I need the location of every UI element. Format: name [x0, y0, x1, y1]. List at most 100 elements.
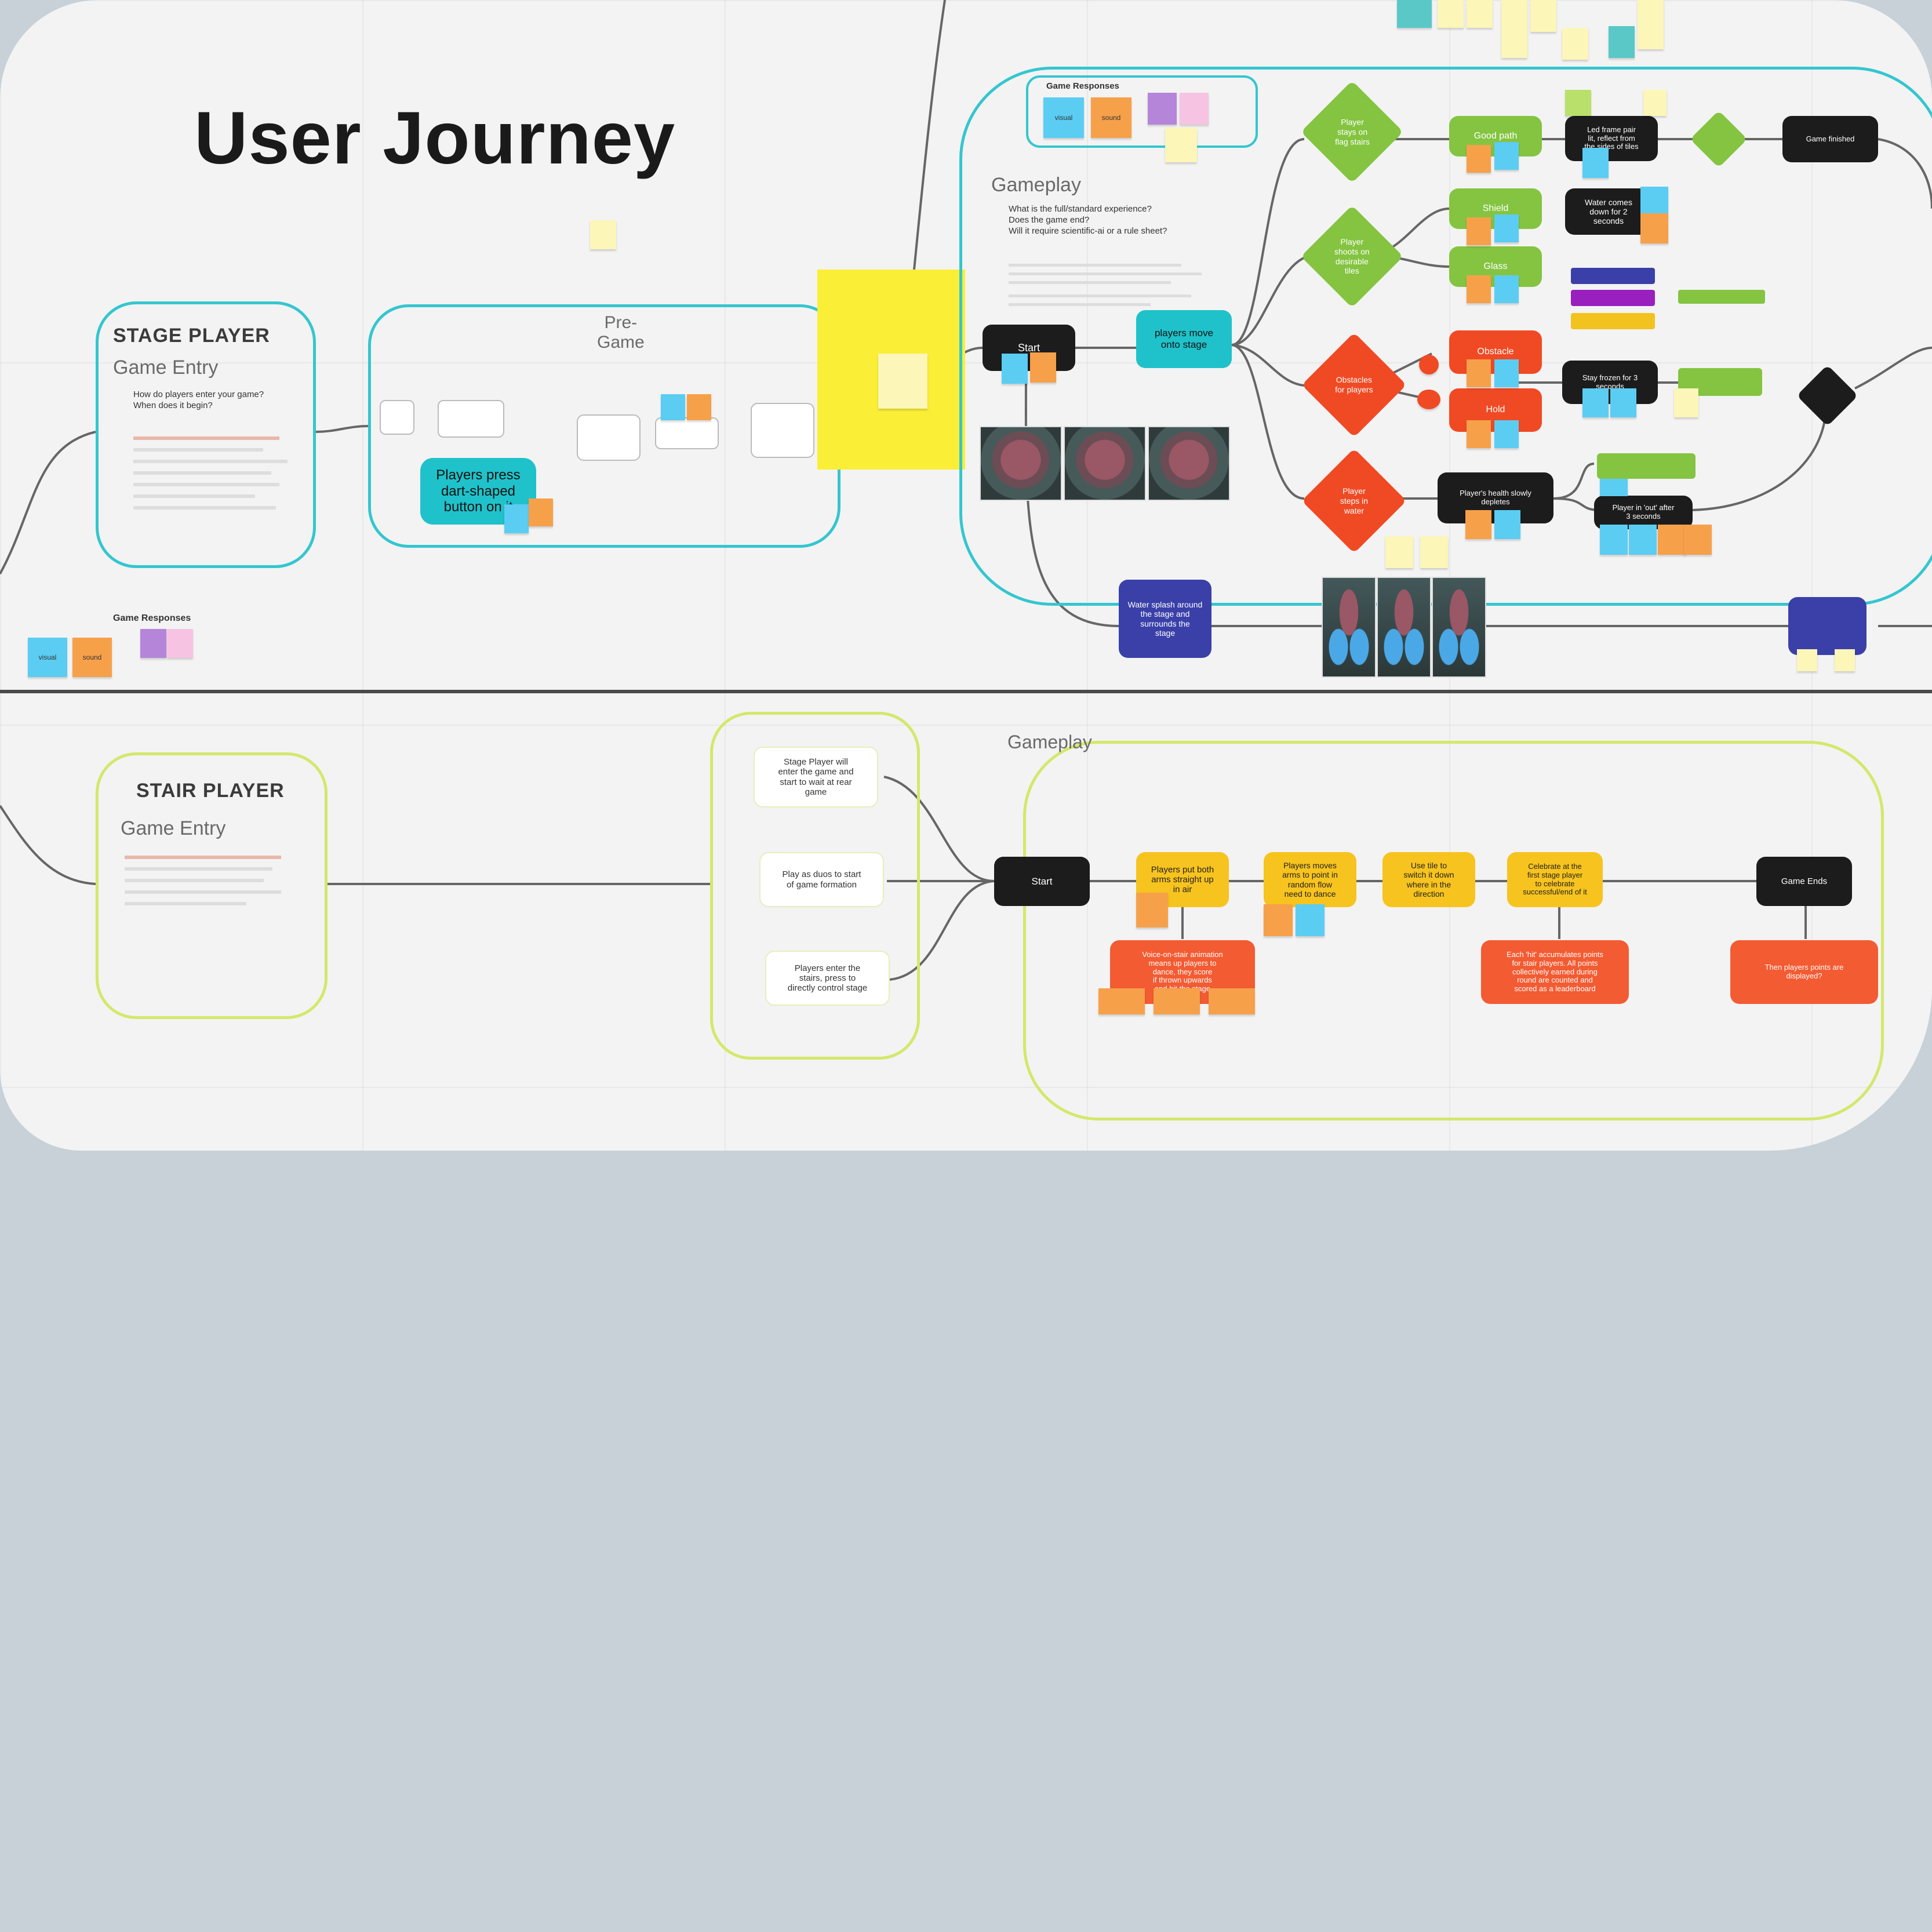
- stair-gameplay-frame[interactable]: [1023, 741, 1884, 1120]
- water-splash-node[interactable]: Water splash around the stage and surrou…: [1119, 580, 1211, 658]
- outcome-water-down[interactable]: Water comes down for 2 seconds: [1565, 188, 1652, 235]
- sticky-blue[interactable]: [1600, 525, 1628, 555]
- game-responses-frame[interactable]: [1026, 75, 1258, 148]
- sticky-blue[interactable]: [1494, 420, 1519, 448]
- stair-outcome-2[interactable]: Each 'hit' accumulates points for stair …: [1481, 940, 1629, 1004]
- sticky-orange[interactable]: [1264, 904, 1293, 936]
- sticky-orange[interactable]: [1467, 420, 1491, 448]
- stair-step-3[interactable]: Use tile to switch it down where in the …: [1382, 852, 1475, 907]
- stage-gameplay-notes: [1009, 258, 1211, 312]
- sticky-blue[interactable]: [1494, 275, 1519, 303]
- sticky-orange[interactable]: [1209, 988, 1255, 1014]
- players-move-node[interactable]: players move onto stage: [1136, 310, 1232, 368]
- sticky-orange[interactable]: [1030, 352, 1056, 383]
- stage-entry-frame[interactable]: [96, 301, 316, 568]
- stair-pregame-frame[interactable]: [710, 712, 920, 1060]
- sticky-visual[interactable]: visual: [1043, 97, 1084, 138]
- pregame-step-3[interactable]: [577, 414, 641, 461]
- tag-navy[interactable]: [1571, 268, 1655, 284]
- stair-start-node[interactable]: Start: [994, 857, 1090, 906]
- sticky-yellow[interactable]: [1438, 0, 1464, 28]
- sticky-blue[interactable]: [1582, 148, 1609, 178]
- sticky-teal[interactable]: [1397, 0, 1432, 28]
- stair-step-1[interactable]: Players put both arms straight up in air: [1136, 852, 1229, 907]
- sticky-teal[interactable]: [1609, 26, 1635, 58]
- stair-outcome-3[interactable]: Then players points are displayed?: [1730, 940, 1878, 1004]
- sticky-yellow[interactable]: [1530, 0, 1556, 32]
- sticky-orange[interactable]: [1465, 510, 1491, 539]
- sticky-orange[interactable]: [1154, 988, 1200, 1014]
- stage-start-node[interactable]: Start: [983, 325, 1075, 371]
- sticky-blue[interactable]: [1582, 388, 1609, 417]
- stair-step-4[interactable]: Celebrate at the first stage player to c…: [1507, 852, 1603, 907]
- tag-purple[interactable]: [1571, 290, 1655, 306]
- sticky-blue[interactable]: [1002, 354, 1028, 384]
- sticky-yellow[interactable]: [1674, 388, 1698, 417]
- whiteboard-canvas[interactable]: User Journey STAGE PLAYER Game Entry How…: [0, 0, 1932, 1151]
- tag-yellow[interactable]: [1571, 313, 1655, 329]
- sticky-blue[interactable]: [661, 394, 685, 420]
- red-dot-marker[interactable]: [1419, 355, 1439, 374]
- outcome-led-frame[interactable]: Led frame pair lit, reflect from the sid…: [1565, 116, 1658, 161]
- sticky-yellow[interactable]: [1835, 649, 1855, 671]
- sticky-purple[interactable]: [140, 629, 166, 658]
- sticky-orange[interactable]: [1658, 525, 1686, 555]
- sticky-visual[interactable]: visual: [28, 638, 67, 677]
- pregame-step-2[interactable]: [438, 400, 504, 438]
- tag-green[interactable]: [1678, 290, 1765, 304]
- outcome-player-out[interactable]: Player in 'out' after 3 seconds: [1594, 496, 1693, 529]
- sticky-orange[interactable]: [1467, 217, 1491, 245]
- sticky-yellow[interactable]: [1385, 536, 1413, 568]
- sticky-pink[interactable]: [167, 629, 193, 658]
- sticky-blue[interactable]: [1640, 187, 1668, 216]
- diamond-label: Player shoots on desirable tiles: [1334, 237, 1370, 276]
- outcome-game-finished[interactable]: Game finished: [1782, 116, 1878, 162]
- sticky-sound[interactable]: sound: [1091, 97, 1131, 138]
- stair-end-node[interactable]: Game Ends: [1756, 857, 1852, 906]
- sticky-orange[interactable]: [687, 394, 711, 420]
- stair-option-1[interactable]: Stage Player will enter the game and sta…: [754, 747, 878, 807]
- stair-option-2[interactable]: Play as duos to start of game formation: [759, 852, 884, 907]
- sticky-yellow[interactable]: [1420, 536, 1448, 568]
- sticky-yellow-floating[interactable]: [590, 220, 616, 249]
- sticky-pink[interactable]: [1180, 93, 1209, 125]
- sticky-blue[interactable]: [1296, 904, 1325, 936]
- note-sticky[interactable]: [878, 354, 927, 409]
- sticky-sound[interactable]: sound: [72, 638, 112, 677]
- pregame-step-1[interactable]: [380, 400, 414, 435]
- sticky-blue[interactable]: [1494, 510, 1520, 539]
- sticky-orange[interactable]: [1467, 145, 1491, 173]
- pregame-button-node[interactable]: Players press dart-shaped button on it: [420, 458, 536, 525]
- sticky-blue[interactable]: [1629, 525, 1657, 555]
- sticky-orange[interactable]: [1467, 275, 1491, 303]
- sticky-orange[interactable]: [529, 499, 553, 526]
- sticky-yellow[interactable]: [1467, 0, 1493, 28]
- sticky-blue[interactable]: [1494, 359, 1519, 387]
- sticky-orange[interactable]: [1098, 988, 1145, 1014]
- sticky-yellow[interactable]: [1643, 90, 1667, 116]
- sticky-orange[interactable]: [1467, 359, 1491, 387]
- sticky-yellow[interactable]: [1501, 0, 1527, 58]
- pregame-step-5[interactable]: [751, 403, 814, 458]
- sticky-blue[interactable]: [1494, 142, 1519, 170]
- sticky-yellow[interactable]: [1165, 128, 1197, 162]
- pregame-step-4[interactable]: [655, 417, 719, 449]
- sticky-orange[interactable]: [1640, 213, 1668, 243]
- end-navy-node[interactable]: [1788, 597, 1866, 655]
- tag-green[interactable]: [1597, 453, 1695, 479]
- sticky-orange[interactable]: [1136, 893, 1168, 927]
- sticky-blue[interactable]: [1610, 388, 1636, 417]
- sticky-orange[interactable]: [1684, 525, 1712, 555]
- red-dot-marker[interactable]: [1417, 390, 1440, 409]
- sticky-green[interactable]: [1565, 90, 1591, 116]
- outcome-stay-frozen[interactable]: Stay frozen for 3 seconds: [1562, 361, 1658, 404]
- sticky-yellow[interactable]: [1562, 28, 1588, 60]
- stair-entry-frame[interactable]: [96, 752, 328, 1019]
- sticky-blue[interactable]: [1494, 214, 1519, 242]
- sticky-purple[interactable]: [1148, 93, 1177, 125]
- sticky-yellow[interactable]: [1638, 0, 1664, 49]
- sticky-blue[interactable]: [504, 504, 529, 533]
- stair-option-3[interactable]: Players enter the stairs, press to direc…: [765, 951, 890, 1006]
- stair-step-2[interactable]: Players moves arms to point in random fl…: [1264, 852, 1356, 907]
- sticky-yellow[interactable]: [1797, 649, 1817, 671]
